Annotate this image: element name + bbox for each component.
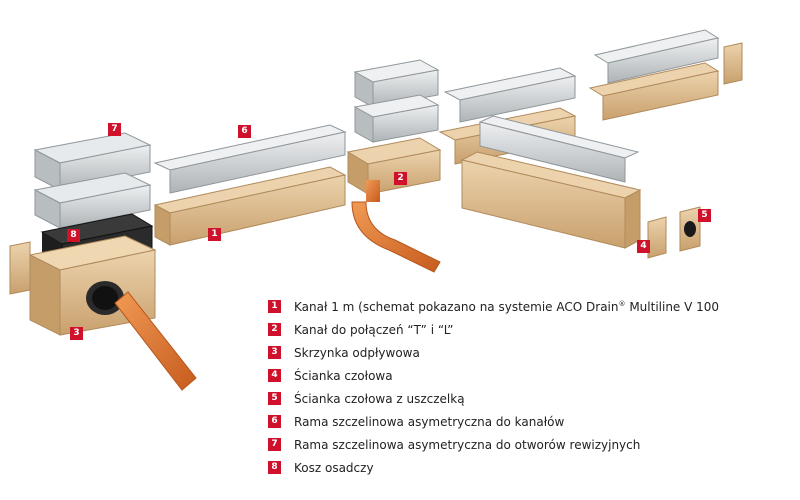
channel-frame-back-right: [593, 29, 720, 84]
legend-text: Rama szczelinowa asymetryczna do otworów…: [294, 437, 641, 452]
legend: 1 Kanał 1 m (schemat pokazano na systemi…: [268, 295, 719, 479]
tl-outlet-pipe: [351, 180, 441, 273]
legend-text: Kanał do połączeń “T” i “L”: [294, 322, 454, 337]
legend-text: Ścianka czołowa: [294, 368, 393, 383]
legend-badge: 2: [268, 323, 281, 336]
legend-badge: 8: [268, 461, 281, 474]
legend-badge: 5: [268, 392, 281, 405]
legend-item-1: 1 Kanał 1 m (schemat pokazano na systemi…: [268, 295, 719, 318]
legend-badge: 4: [268, 369, 281, 382]
channel-front-right: [460, 151, 642, 249]
callout-4: 4: [637, 240, 650, 253]
channel-back-right: [588, 62, 720, 121]
legend-item-4: 4 Ścianka czołowa: [268, 364, 719, 387]
callout-7: 7: [108, 123, 121, 136]
tl-channel-2: [346, 137, 442, 195]
inspection-frame-7: [33, 132, 152, 191]
legend-badge: 3: [268, 346, 281, 359]
legend-text: Kosz osadczy: [294, 460, 374, 475]
legend-item-5: 5 Ścianka czołowa z uszczelką: [268, 387, 719, 410]
outlet-pipe-left: [114, 291, 197, 391]
channel-frame-back-mid: [443, 67, 577, 123]
tl-frame-bottom: [353, 94, 440, 143]
legend-badge: 7: [268, 438, 281, 451]
legend-text: Kanał 1 m (schemat pokazano na systemie …: [294, 299, 720, 314]
legend-item-6: 6 Rama szczelinowa asymetryczna do kanał…: [268, 410, 719, 433]
legend-item-3: 3 Skrzynka odpływowa: [268, 341, 719, 364]
callout-6: 6: [238, 125, 251, 138]
callout-8: 8: [67, 229, 80, 242]
end-wall-4: [647, 216, 667, 259]
callout-1: 1: [208, 228, 221, 241]
legend-item-2: 2 Kanał do połączeń “T” i “L”: [268, 318, 719, 341]
end-cap-back-right: [723, 42, 743, 85]
end-cap-small-left: [9, 241, 31, 295]
legend-text: Skrzynka odpływowa: [294, 345, 420, 360]
end-wall-5: [679, 206, 701, 252]
legend-item-7: 7 Rama szczelinowa asymetryczna do otwor…: [268, 433, 719, 456]
legend-text: Rama szczelinowa asymetryczna do kanałów: [294, 414, 565, 429]
callout-5: 5: [698, 209, 711, 222]
legend-badge: 1: [268, 300, 281, 313]
legend-text: Ścianka czołowa z uszczelką: [294, 391, 465, 406]
callout-3: 3: [70, 327, 83, 340]
channel-frame-6: [153, 124, 347, 194]
legend-badge: 6: [268, 415, 281, 428]
channel-frame-front-right: [478, 115, 640, 183]
callout-2: 2: [394, 172, 407, 185]
legend-item-8: 8 Kosz osadczy: [268, 456, 719, 479]
channel-1m: [153, 166, 347, 246]
